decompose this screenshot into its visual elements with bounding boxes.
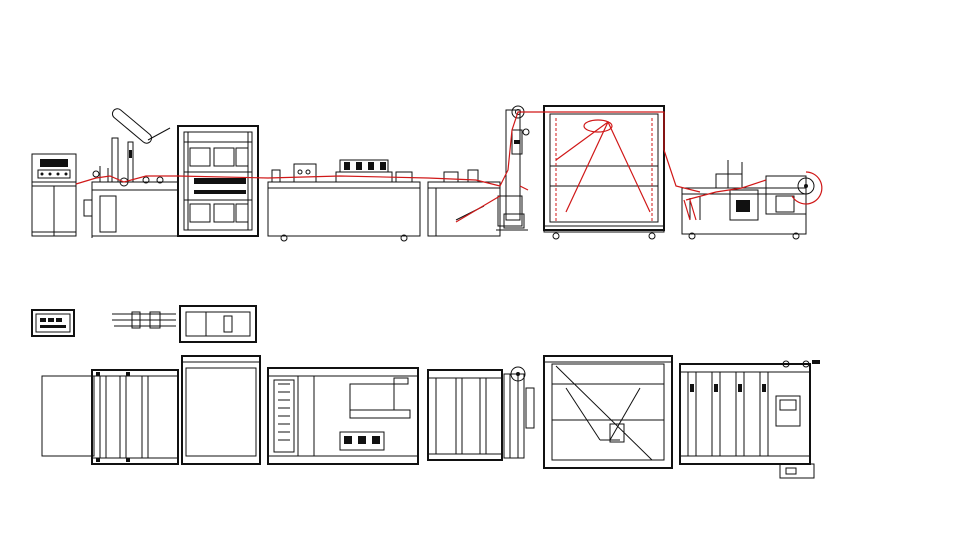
side-forming-frame xyxy=(543,105,665,240)
side-sealing-unit xyxy=(177,125,259,237)
top-unwind-unit xyxy=(41,369,179,465)
side-cutting-unit xyxy=(681,160,815,240)
top-conveyor-table xyxy=(267,367,419,465)
top-control-cabinet xyxy=(31,309,75,337)
top-cutting-unit xyxy=(679,360,820,479)
top-roll-holder xyxy=(112,305,257,343)
top-plan-view xyxy=(31,305,820,479)
side-control-cabinet xyxy=(31,153,77,237)
side-material-path xyxy=(75,111,823,223)
top-folding-station xyxy=(427,366,535,461)
side-conveyor-table xyxy=(267,159,421,242)
side-elevation-view xyxy=(31,105,823,242)
side-vertical-tower xyxy=(496,105,530,231)
top-forming-frame xyxy=(543,355,673,469)
side-unwind-unit xyxy=(83,108,179,238)
side-folding-station xyxy=(427,169,501,237)
top-sealing-unit xyxy=(181,355,261,465)
